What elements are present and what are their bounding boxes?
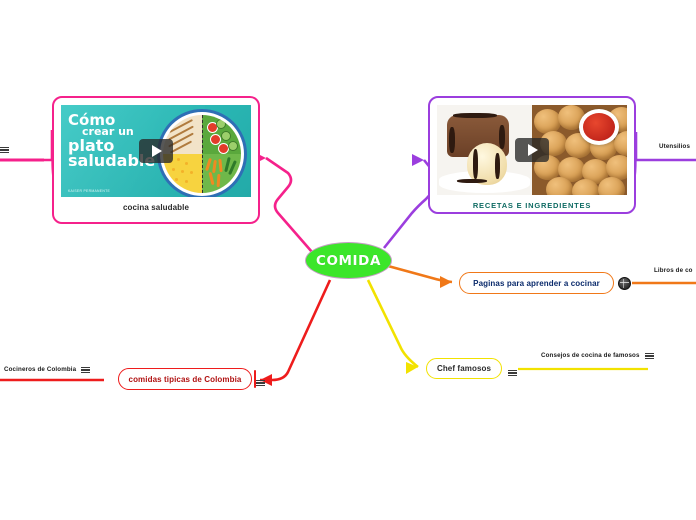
arrow-paginas: [440, 276, 452, 288]
thumbnail-recetas[interactable]: [437, 105, 627, 195]
list-icon[interactable]: [644, 352, 654, 360]
child-libros-de-cocina[interactable]: Libros de co: [654, 267, 693, 276]
link-chef: [366, 279, 419, 369]
node-recetas-e-ingredientes[interactable]: RECETAS E INGREDIENTES: [428, 96, 636, 214]
node-cocina-saludable[interactable]: Cómo crear un plato saludable KAISER PER…: [52, 96, 260, 224]
child-consejos-de-cocina-de-famosos[interactable]: Consejos de cocina de famosos: [541, 352, 654, 361]
link-paginas: [387, 264, 453, 284]
thumbnail-cocina-saludable[interactable]: Cómo crear un plato saludable KAISER PER…: [61, 105, 251, 197]
healthy-plate-illustration: [157, 109, 247, 197]
thumbnail-title-line-1: Cómo: [68, 111, 116, 129]
arrow-chef: [406, 362, 418, 374]
central-node[interactable]: COMIDA: [305, 242, 392, 279]
child-frijoles[interactable]: oles: [0, 146, 9, 155]
thumbnail-title-line-3: plato: [68, 135, 115, 155]
list-icon[interactable]: [81, 366, 91, 374]
node-chef-famosos[interactable]: Chef famosos: [426, 358, 502, 379]
child-label-utensilios: Utensilios: [659, 143, 691, 150]
node-comidas-tipicas-de-colombia[interactable]: comidas tipicas de Colombia: [118, 368, 252, 390]
list-icon[interactable]: [508, 364, 517, 382]
node-label-comidas-tipicas: comidas tipicas de Colombia: [128, 374, 242, 384]
globe-icon[interactable]: [618, 277, 631, 295]
thumbnail-title-block: Cómo crear un plato saludable: [68, 111, 156, 171]
link-comidas: [260, 279, 332, 382]
child-cocineros-de-colombia[interactable]: Cocineros de Colombia: [4, 365, 91, 375]
dipping-sauce-bowl: [579, 109, 619, 145]
child-label-libros-de-cocina: Libros de co: [654, 267, 693, 274]
node-caption-recetas: RECETAS E INGREDIENTES: [472, 201, 592, 210]
node-collapse-handle[interactable]: [254, 370, 256, 388]
child-label-consejos: Consejos de cocina de famosos: [541, 351, 640, 359]
thumbnail-title-line-4: saludable: [68, 151, 156, 171]
list-icon[interactable]: [0, 146, 9, 154]
play-icon[interactable]: [515, 138, 549, 162]
child-label-cocineros-de-colombia: Cocineros de Colombia: [4, 365, 77, 373]
thumbnail-watermark: KAISER PERMANENTE: [68, 189, 111, 193]
play-icon[interactable]: [139, 139, 173, 163]
child-utensilios[interactable]: Utensilios: [659, 143, 691, 152]
link-cocina-saludable: [265, 156, 313, 253]
node-caption-cocina-saludable: cocina saludable: [122, 203, 190, 212]
thumbnail-title-line-2: crear un: [82, 125, 134, 139]
node-label-paginas: Paginas para aprender a cocinar: [473, 278, 600, 288]
node-label-chef-famosos: Chef famosos: [436, 364, 492, 373]
node-paginas-para-aprender-a-cocinar[interactable]: Paginas para aprender a cocinar: [459, 272, 614, 294]
list-icon[interactable]: [256, 374, 265, 392]
arrow-recetas: [412, 154, 424, 166]
central-node-label: COMIDA: [315, 252, 382, 269]
